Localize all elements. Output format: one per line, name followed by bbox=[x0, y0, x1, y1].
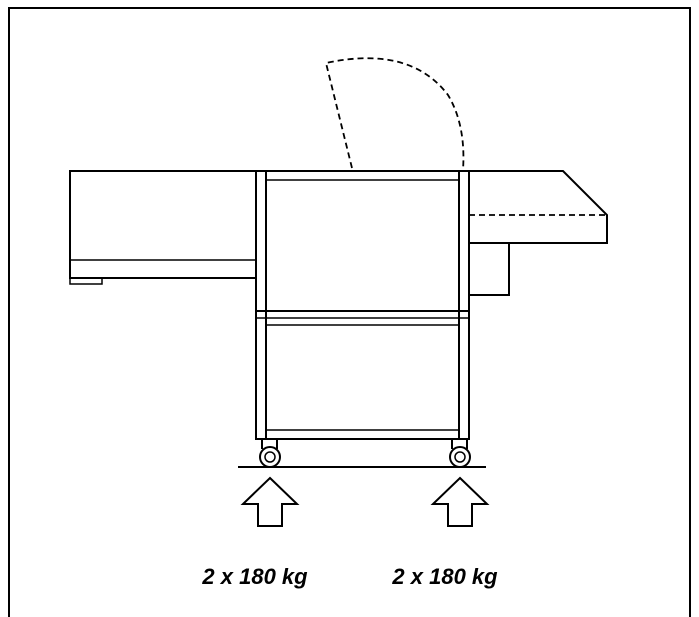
frame-border bbox=[8, 7, 691, 617]
right-caster bbox=[449, 439, 471, 468]
left-extension-table bbox=[69, 170, 257, 285]
left-load-label: 2 x 180 kg bbox=[201, 564, 308, 589]
right-load-arrow-icon bbox=[430, 476, 490, 527]
left-load-arrow-icon bbox=[240, 476, 300, 527]
cabinet-frame bbox=[255, 170, 470, 440]
right-load-label: 2 x 180 kg bbox=[391, 564, 498, 589]
right-extension-table bbox=[468, 170, 608, 296]
lid-swing-arc bbox=[324, 57, 465, 171]
left-caster bbox=[259, 439, 281, 468]
